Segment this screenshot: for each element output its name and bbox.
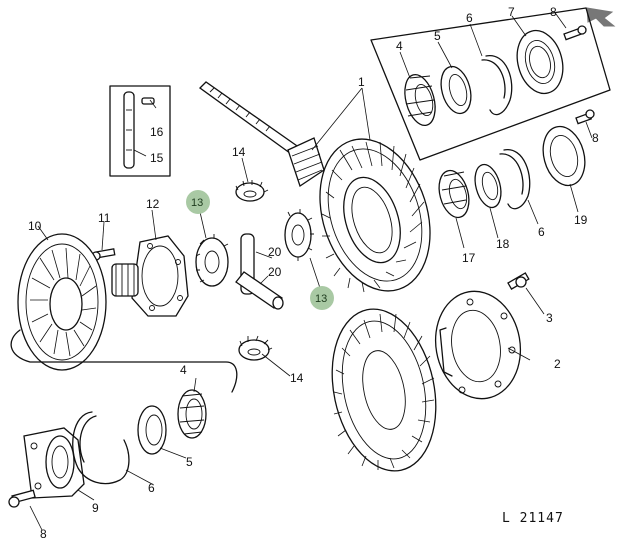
leader-lines: [29, 13, 593, 531]
differential-case-12: [111, 235, 189, 317]
callout-8a: 8: [550, 5, 557, 19]
kit-shim-6: [481, 55, 513, 116]
callout-14a: 14: [232, 145, 246, 159]
callout-1: 1: [358, 75, 365, 89]
callout-3: 3: [546, 311, 553, 325]
bolt-8-right: [575, 109, 595, 125]
kit-bolt-8: [563, 25, 587, 41]
ring-gear: [319, 138, 431, 293]
callout-13b: 13: [315, 293, 327, 305]
flange-housing: [434, 290, 522, 400]
callout-13a: 13: [191, 197, 203, 209]
callout-9: 9: [92, 501, 99, 515]
reference-code: L 21147: [502, 511, 564, 526]
cross-shaft-20b: [235, 271, 284, 310]
callout-20a: 20: [268, 245, 282, 259]
callout-15: 15: [150, 151, 164, 165]
seal-19: [542, 125, 586, 187]
callout-6c: 6: [148, 481, 155, 495]
bearing-4-lower: [177, 389, 207, 439]
callout-highlight-13a: [186, 190, 210, 214]
callout-10: 10: [28, 219, 42, 233]
lower-ring-gear: [331, 308, 437, 472]
callout-12: 12: [146, 197, 160, 211]
pinion-gear-14-top: [235, 180, 269, 202]
bolt-8-lower: [8, 489, 36, 508]
kit-race-5: [440, 65, 472, 115]
pin-inset-box: [109, 85, 171, 177]
shim-6-right: [499, 149, 531, 210]
side-gear-13-left: [195, 234, 229, 287]
callout-highlight-13b: [310, 286, 334, 310]
callout-6b: 6: [538, 225, 545, 239]
callout-16: 16: [150, 125, 164, 139]
callout-14b: 14: [290, 371, 304, 385]
bolt-3: [507, 272, 530, 290]
callout-5a: 5: [434, 29, 441, 43]
pinion-gear-14-bottom: [238, 335, 273, 361]
kit-seal-7: [516, 29, 564, 95]
callout-8c: 8: [40, 527, 47, 541]
callout-18: 18: [496, 237, 510, 251]
flange-9: [23, 427, 85, 499]
callout-19: 19: [574, 213, 588, 227]
wheel-10: [17, 233, 107, 371]
callout-5b: 5: [186, 455, 193, 469]
shim-6-lower: [72, 411, 130, 485]
bearing-17: [438, 169, 470, 219]
callout-6a: 6: [466, 11, 473, 25]
pinion-shaft: [199, 81, 325, 188]
callout-4b: 4: [180, 363, 187, 377]
assembly-bracket-line: [10, 329, 238, 393]
race-18: [474, 163, 502, 209]
callout-17: 17: [462, 251, 476, 265]
kit-bearing-4: [404, 73, 436, 127]
callout-8b: 8: [592, 131, 599, 145]
race-5-lower: [137, 405, 167, 455]
callout-4a: 4: [396, 39, 403, 53]
callout-2: 2: [554, 357, 561, 371]
callout-11: 11: [98, 211, 111, 225]
callout-7: 7: [508, 5, 515, 19]
side-gear-13-right: [284, 209, 314, 261]
callout-20b: 20: [268, 265, 282, 279]
